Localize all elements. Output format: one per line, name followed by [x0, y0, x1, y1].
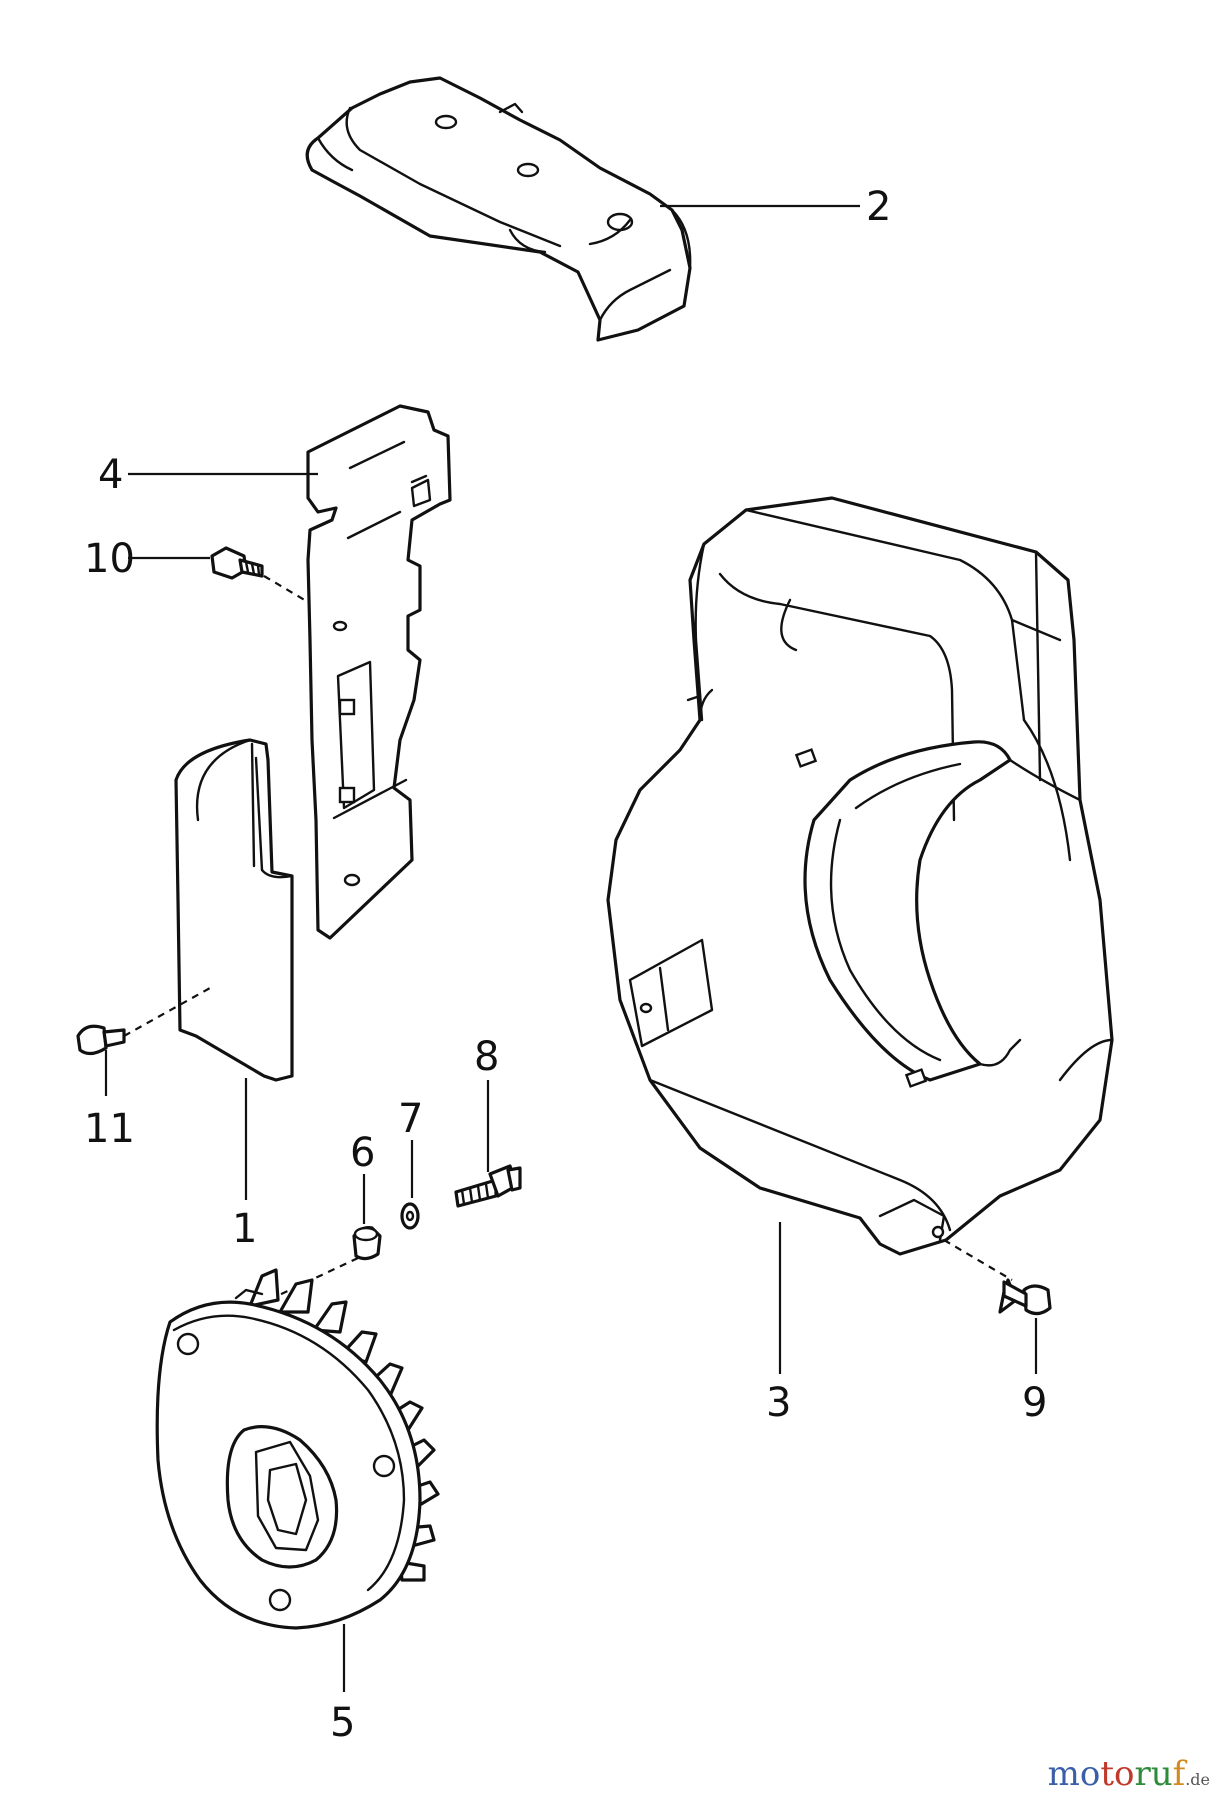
part-10-screw — [210, 546, 264, 580]
part-1-shield — [174, 738, 294, 1082]
callout-2: 2 — [866, 184, 891, 230]
logo-part-4: f — [1172, 1754, 1186, 1794]
part-8-bolt — [454, 1164, 522, 1208]
logo-part-1: mo — [1047, 1754, 1101, 1794]
part-4-plate — [306, 404, 452, 940]
callout-1: 1 — [232, 1206, 257, 1252]
callout-10: 10 — [84, 536, 135, 582]
callout-5: 5 — [330, 1700, 355, 1746]
logo-tld: .de — [1185, 1770, 1210, 1789]
part-7-washer — [400, 1202, 420, 1230]
part-5-flywheel — [155, 1268, 440, 1630]
watermark-logo: motoruf.de — [1048, 1754, 1210, 1794]
logo-part-3: ru — [1134, 1754, 1173, 1794]
callout-7: 7 — [398, 1096, 423, 1142]
part-2-top-bracket — [305, 76, 692, 342]
part-9-screw — [998, 1278, 1052, 1316]
callout-4: 4 — [98, 452, 123, 498]
part-6-cap — [352, 1226, 382, 1261]
callout-8: 8 — [474, 1034, 499, 1080]
logo-part-2: to — [1100, 1754, 1135, 1794]
callout-3: 3 — [766, 1380, 791, 1426]
part-3-fan-housing — [606, 496, 1114, 1256]
callout-6: 6 — [350, 1130, 375, 1176]
callout-9: 9 — [1022, 1380, 1047, 1426]
part-11-screw — [76, 1024, 126, 1056]
callout-11: 11 — [84, 1106, 135, 1152]
